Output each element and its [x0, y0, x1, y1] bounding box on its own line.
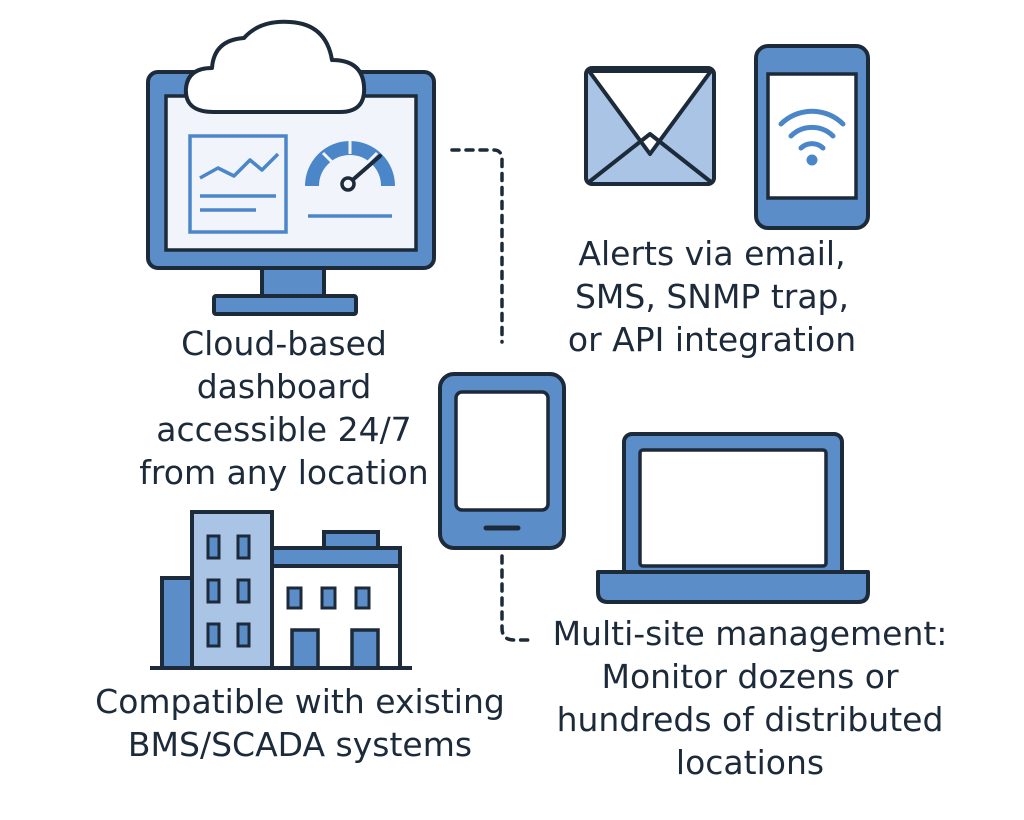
caption-line: or API integration [567, 320, 857, 359]
caption-line: Monitor dozens or [601, 657, 899, 696]
connector-top [450, 148, 504, 344]
caption-line: Compatible with existing [95, 682, 505, 721]
caption-line: accessible 24/7 [156, 410, 412, 449]
caption-line: locations [675, 743, 825, 782]
buildings-icon [150, 510, 412, 670]
caption-line: SMS, SNMP trap, [574, 277, 849, 316]
wifi-signal-icon [778, 108, 846, 166]
connector-bottom [500, 554, 532, 642]
caption-line: dashboard [196, 367, 372, 406]
caption-line: hundreds of distributed [556, 700, 944, 739]
caption-line: Multi-site management: [552, 614, 948, 653]
laptop-icon [596, 432, 870, 604]
caption-multisite: Multi-site management: Monitor dozens or… [520, 612, 980, 784]
line-chart-icon [188, 134, 288, 234]
smartphone-icon [754, 44, 870, 230]
caption-line: BMS/SCADA systems [127, 725, 473, 764]
cloud-icon [183, 19, 367, 114]
tablet-icon [438, 372, 566, 550]
caption-alerts: Alerts via email, SMS, SNMP trap, or API… [552, 232, 872, 361]
caption-line: Cloud-based [181, 324, 387, 363]
gauge-icon [305, 141, 395, 218]
caption-dashboard: Cloud-based dashboard accessible 24/7 fr… [104, 322, 464, 494]
envelope-icon [584, 66, 716, 186]
caption-line: from any location [139, 453, 429, 492]
caption-bms: Compatible with existing BMS/SCADA syste… [70, 680, 530, 766]
caption-line: Alerts via email, [578, 234, 846, 273]
